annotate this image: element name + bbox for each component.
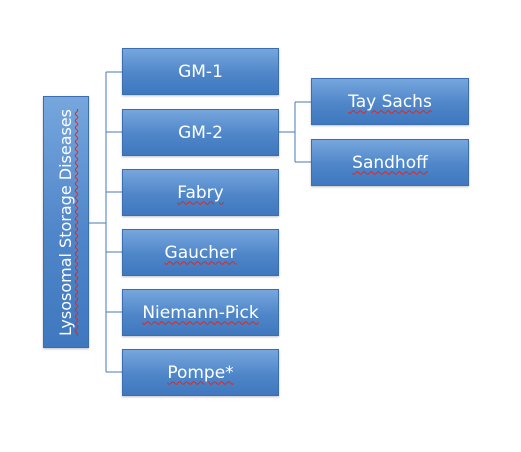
subtype-node-tay-sachs[interactable]: Tay Sachs <box>311 78 469 125</box>
category-node-gm2[interactable]: GM-2 <box>122 109 279 156</box>
subtype-node-sandhoff[interactable]: Sandhoff <box>311 139 469 186</box>
category-node-pompe[interactable]: Pompe* <box>122 349 279 396</box>
category-label-fabry: Fabry <box>177 182 224 203</box>
category-node-niemann-pick[interactable]: Niemann-Pick <box>122 289 279 336</box>
root-node-lysosomal-storage-diseases[interactable]: Lysosomal Storage Diseases <box>43 96 89 348</box>
category-node-fabry[interactable]: Fabry <box>122 169 279 216</box>
category-label-gm1: GM-1 <box>178 61 223 82</box>
category-node-gaucher[interactable]: Gaucher <box>122 229 279 276</box>
category-node-gm1[interactable]: GM-1 <box>122 48 279 95</box>
category-label-niemann-pick: Niemann-Pick <box>142 302 259 323</box>
category-label-pompe: Pompe* <box>167 362 234 383</box>
subtype-label-tay-sachs: Tay Sachs <box>348 91 432 112</box>
category-label-gm2: GM-2 <box>178 122 223 143</box>
category-label-gaucher: Gaucher <box>164 242 237 263</box>
subtype-label-sandhoff: Sandhoff <box>352 152 428 173</box>
root-node-label: Lysosomal Storage Diseases <box>56 108 76 336</box>
